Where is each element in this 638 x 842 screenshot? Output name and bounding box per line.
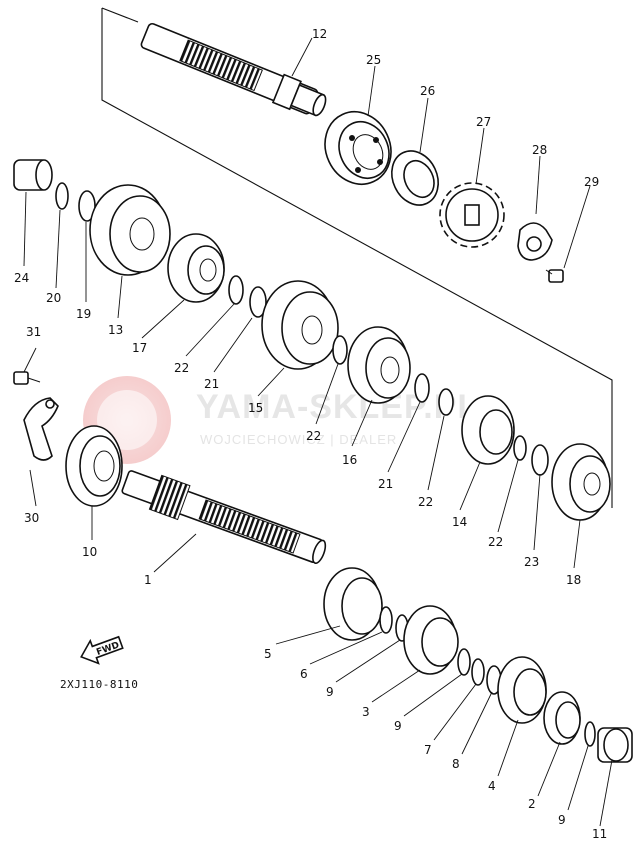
- label-part-18: 18: [566, 573, 581, 587]
- label-part-24: 24: [14, 271, 29, 285]
- label-part-30: 30: [24, 511, 39, 525]
- label-part-5: 5: [264, 647, 272, 661]
- watermark-subtitle: WOJCIECHOWICZ | DEALER: [200, 432, 397, 447]
- part-gear-3: [403, 605, 459, 675]
- label-part-6: 6: [300, 667, 308, 681]
- part-gear-4: [497, 656, 547, 724]
- label-part-13: 13: [108, 323, 123, 337]
- label-part-17: 17: [132, 341, 147, 355]
- part-bearing-24: [13, 159, 53, 191]
- part-circlip-9b: [457, 648, 471, 676]
- label-part-4: 4: [488, 779, 496, 793]
- label-part-2: 2: [528, 797, 536, 811]
- label-part-31: 31: [26, 325, 41, 339]
- label-part-22b: 22: [306, 429, 321, 443]
- label-part-22d: 22: [488, 535, 503, 549]
- label-part-9a: 9: [326, 685, 334, 699]
- label-part-16: 16: [342, 453, 357, 467]
- leader-lines: [23, 37, 613, 827]
- part-gear-18: [551, 443, 611, 521]
- label-part-14: 14: [452, 515, 467, 529]
- label-part-25: 25: [366, 53, 381, 67]
- part-screw-31: [13, 371, 41, 385]
- label-part-27: 27: [476, 115, 491, 129]
- drawing-code: 2XJ110-8110: [60, 678, 138, 691]
- label-part-1: 1: [144, 573, 152, 587]
- label-part-21a: 21: [204, 377, 219, 391]
- label-part-15: 15: [248, 401, 263, 415]
- label-part-11: 11: [592, 827, 607, 841]
- label-part-19: 19: [76, 307, 91, 321]
- part-washer-22c: [438, 388, 454, 416]
- label-part-22a: 22: [174, 361, 189, 375]
- part-drive-sprocket-27: [439, 182, 505, 248]
- label-part-3: 3: [362, 705, 370, 719]
- label-part-10: 10: [82, 545, 97, 559]
- frame-line: [101, 8, 613, 508]
- part-number-labels: 12 25 26 27 28 29 24 20 19 13 17 22 21 1…: [14, 27, 607, 841]
- label-part-12: 12: [312, 27, 327, 41]
- part-bolt-29: [545, 269, 564, 283]
- part-circlip-21b: [414, 373, 430, 403]
- part-gear-16: [347, 326, 411, 404]
- label-part-28: 28: [532, 143, 547, 157]
- label-part-26: 26: [420, 84, 435, 98]
- label-part-29: 29: [584, 175, 599, 189]
- part-bearing-25: [324, 111, 392, 185]
- part-washer-7: [471, 658, 485, 686]
- part-washer-23: [531, 444, 549, 476]
- part-gear-13: [89, 184, 171, 276]
- label-part-20: 20: [46, 291, 61, 305]
- part-main-axle: [140, 22, 327, 117]
- part-lock-washer-28: [517, 222, 553, 261]
- label-part-21b: 21: [378, 477, 393, 491]
- part-washer-22d: [513, 435, 527, 461]
- label-part-9b: 9: [394, 719, 402, 733]
- part-bracket-30: [23, 397, 59, 461]
- part-bearing-10: [65, 425, 123, 507]
- part-drive-axle: [121, 470, 327, 565]
- label-part-7: 7: [424, 743, 432, 757]
- part-washer-22a: [228, 275, 244, 305]
- part-gear-2: [543, 691, 581, 745]
- label-part-8: 8: [452, 757, 460, 771]
- fwd-arrow-icon: FWD: [80, 635, 124, 665]
- part-circlip-9c: [584, 721, 596, 747]
- part-bearing-11: [597, 727, 633, 763]
- part-oil-seal-26: [391, 150, 439, 206]
- part-gear-14: [461, 395, 515, 465]
- part-washer-6: [379, 606, 393, 634]
- watermark-brand: YAMA-SKLEP.PL: [196, 388, 479, 426]
- label-part-23: 23: [524, 555, 539, 569]
- part-gear-17: [167, 233, 225, 303]
- part-washer-22b: [332, 335, 348, 365]
- part-circlip-21a: [249, 286, 267, 318]
- label-part-22c: 22: [418, 495, 433, 509]
- frame-line: [101, 7, 139, 23]
- part-circlip-20: [55, 182, 69, 210]
- part-gear-15: [261, 280, 339, 370]
- label-part-9c: 9: [558, 813, 566, 827]
- part-gear-5: [323, 567, 383, 641]
